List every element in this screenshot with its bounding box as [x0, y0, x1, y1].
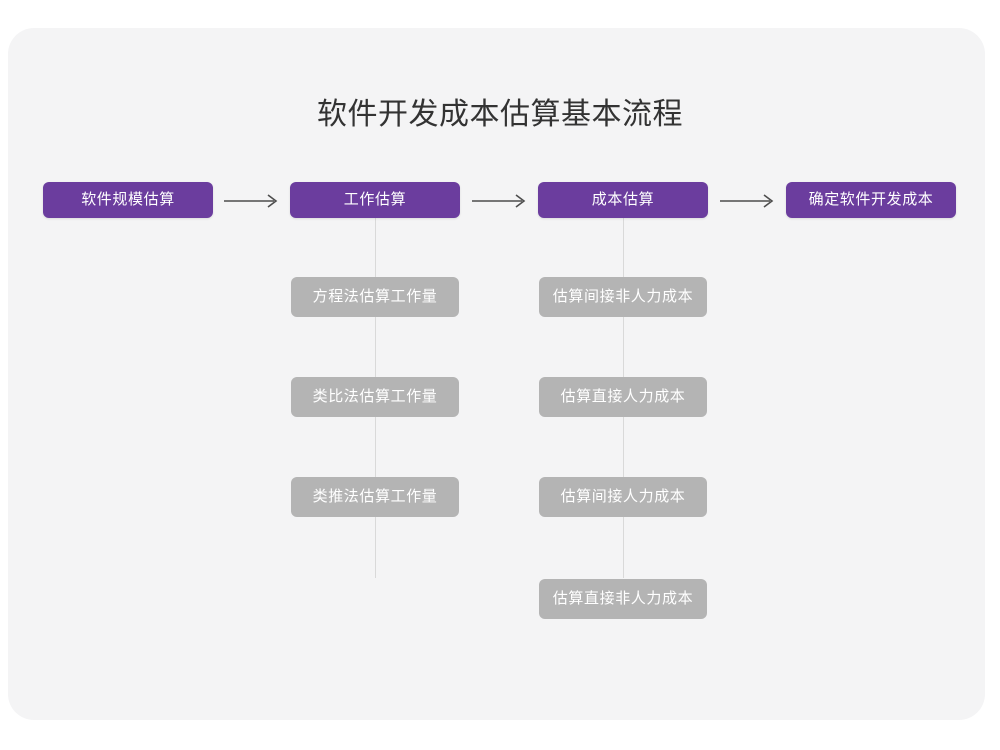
sub-box-work-2[interactable]: 类比法估算工作量	[291, 377, 459, 417]
arrow-right-icon-2	[472, 193, 530, 209]
sub-box-work-1[interactable]: 方程法估算工作量	[291, 277, 459, 317]
sub-box-cost-2[interactable]: 估算直接人力成本	[539, 377, 707, 417]
stage-box-software-scale-estimation[interactable]: 软件规模估算	[43, 182, 213, 218]
stage-box-cost-estimation[interactable]: 成本估算	[538, 182, 708, 218]
diagram-card	[8, 28, 985, 720]
sub-box-cost-1[interactable]: 估算间接非人力成本	[539, 277, 707, 317]
page-title: 软件开发成本估算基本流程	[317, 98, 683, 131]
arrow-right-icon-1	[224, 193, 282, 209]
sub-box-work-3[interactable]: 类推法估算工作量	[291, 477, 459, 517]
stage-box-determine-development-cost[interactable]: 确定软件开发成本	[786, 182, 956, 218]
sub-box-cost-3[interactable]: 估算间接人力成本	[539, 477, 707, 517]
arrow-right-icon-3	[720, 193, 778, 209]
sub-box-cost-4[interactable]: 估算直接非人力成本	[539, 579, 707, 619]
stage-box-work-estimation[interactable]: 工作估算	[290, 182, 460, 218]
